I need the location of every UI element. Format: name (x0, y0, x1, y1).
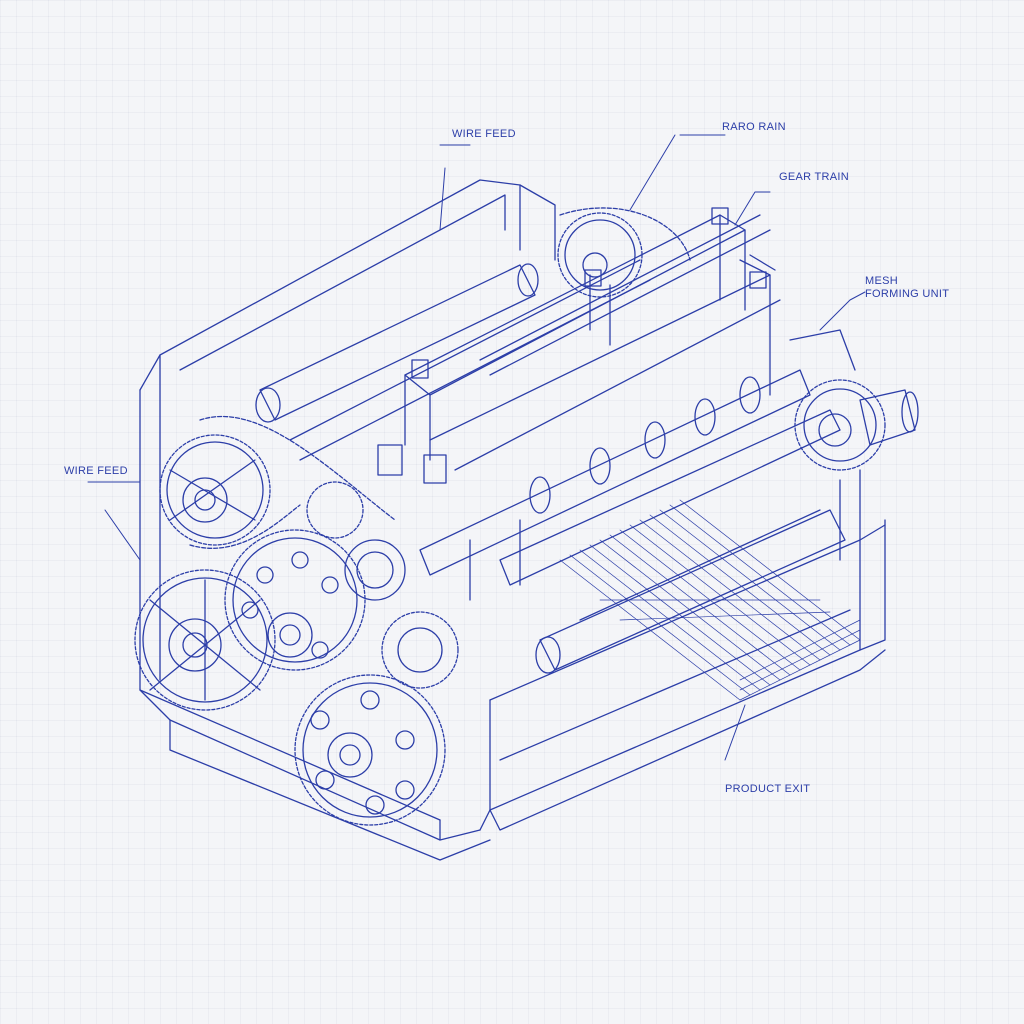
lower-roller (535, 509, 846, 674)
leader-product-exit (724, 704, 746, 761)
upper-roller (255, 259, 651, 461)
label-wire-feed-left: WIRE FEED (64, 465, 128, 477)
label-gear-train: GEAR TRAIN (779, 171, 850, 183)
leader-lines (87, 134, 866, 761)
gear-left-bottom (134, 569, 276, 711)
leader-mesh-forming-unit (819, 291, 866, 331)
leader-raro-rain (629, 134, 726, 211)
guide-rails (377, 207, 781, 484)
leader-gear-train (734, 191, 771, 226)
drive-chain (189, 415, 396, 549)
gear-train-top (557, 207, 691, 298)
label-mesh-forming-unit: MESH FORMING UNIT (865, 275, 950, 300)
label-wire-feed-top: WIRE FEED (452, 128, 516, 140)
main-shafts (419, 369, 841, 601)
leader-wire-feed-top (439, 144, 471, 231)
gear-upper-left (159, 434, 271, 546)
leader-wire-feed-left (87, 481, 141, 561)
gear-bottom-front (294, 674, 446, 826)
label-product-exit: PRODUCT EXIT (725, 783, 811, 795)
label-raro-rain: RARO RAIN (722, 121, 786, 133)
machine-frame (139, 179, 886, 861)
gear-right (789, 329, 919, 471)
gear-hub-center (306, 481, 459, 689)
wire-mesh (559, 499, 861, 701)
gear-middle (224, 529, 366, 671)
